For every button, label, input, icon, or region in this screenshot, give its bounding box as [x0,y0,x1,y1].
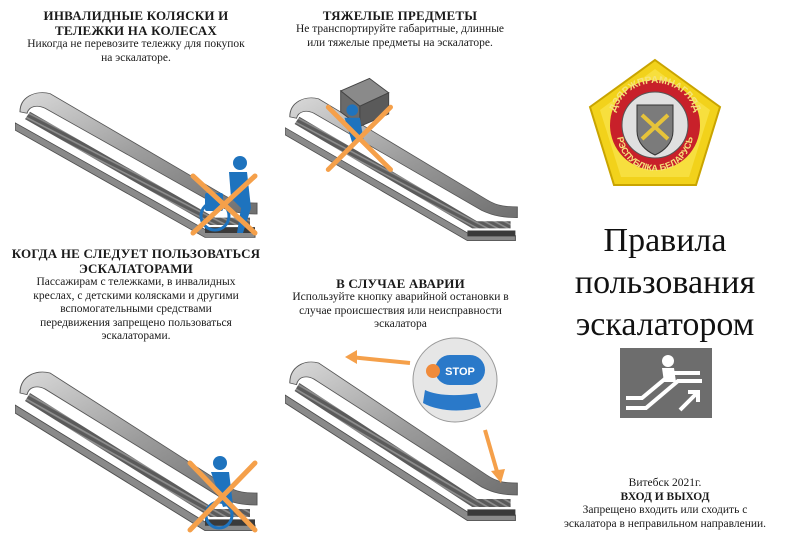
section-emergency: В СЛУЧАЕ АВАРИИ Используйте кнопку авари… [278,276,523,332]
escalator-illustration-4: STOP [285,337,518,522]
section-text: Никогда не перевозите тележку для покупо… [27,38,245,50]
section-title: ЭСКАЛАТОРАМИ [78,261,193,276]
footer: Витебск 2021г. ВХОД И ВЫХОД Запрещено вх… [540,477,790,531]
section-text: случае происшествия или неисправности [299,304,502,317]
main-title-line: пользования [574,264,756,301]
section-text: Используйте кнопку аварийной остановки в [292,291,509,303]
section-text: эскалаторами. [101,330,171,342]
cross-icon [187,460,258,533]
footer-text: Запрещено входить или сходить с [582,504,748,516]
arrow-icon [345,350,505,483]
section-text: вспомогательными средствами [60,303,212,315]
section-title: В СЛУЧАЕ АВАРИИ [336,276,465,291]
section-text: на эскалаторе. [101,51,171,64]
escalator-illustration-2 [285,77,518,242]
section-text: передвижения запрещено пользоваться [40,316,232,329]
escalator-illustration-3 [15,371,258,533]
escalator-illustration-1 [15,92,258,238]
stop-button-illustration: STOP [412,337,498,423]
section-title: КОГДА НЕ СЛЕДУЕТ ПОЛЬЗОВАТЬСЯ [11,246,261,261]
gospromnadzor-emblem: ДЗЯРЖПРАМНАГЛЯД РЭСПУБЛІКА БЕЛАРУСЬ [588,58,722,186]
main-title-line: эскалатором [575,306,755,343]
section-when-not-to-use: КОГДА НЕ СЛЕДУЕТ ПОЛЬЗОВАТЬСЯ ЭСКАЛАТОРА… [10,246,262,344]
section-wheelchairs: ИНВАЛИДНЫЕ КОЛЯСКИ И ТЕЛЕЖКИ НА КОЛЕСАХ … [10,8,262,65]
city-year: Витебск 2021г. [628,477,702,489]
entry-exit-heading: ВХОД И ВЫХОД [620,490,710,503]
footer-text: эскалатора в неправильном направлении. [563,517,767,530]
section-title: ТЕЛЕЖКИ НА КОЛЕСАХ [55,23,217,38]
section-title: ТЯЖЕЛЫЕ ПРЕДМЕТЫ [322,8,478,23]
cross-icon [325,104,393,172]
section-text: или тяжелые предметы на эскалаторе. [307,36,493,49]
section-text: креслах, с детскими колясками и другими [33,289,239,302]
section-title: ИНВАЛИДНЫЕ КОЛЯСКИ И [43,8,229,23]
escalator-sign-icon [620,348,712,418]
cross-icon [190,173,258,236]
stop-label: STOP [445,366,475,378]
main-title: Правила пользования эскалатором [545,220,785,346]
section-text: Пассажирам с тележками, в инвалидных [36,276,236,288]
section-text: Не транспортируйте габаритные, длинные [295,23,505,35]
section-text: эскалатора [374,318,427,330]
section-heavy-items: ТЯЖЕЛЫЕ ПРЕДМЕТЫ Не транспортируйте габа… [280,8,520,50]
main-title-line: Правила [603,222,727,259]
